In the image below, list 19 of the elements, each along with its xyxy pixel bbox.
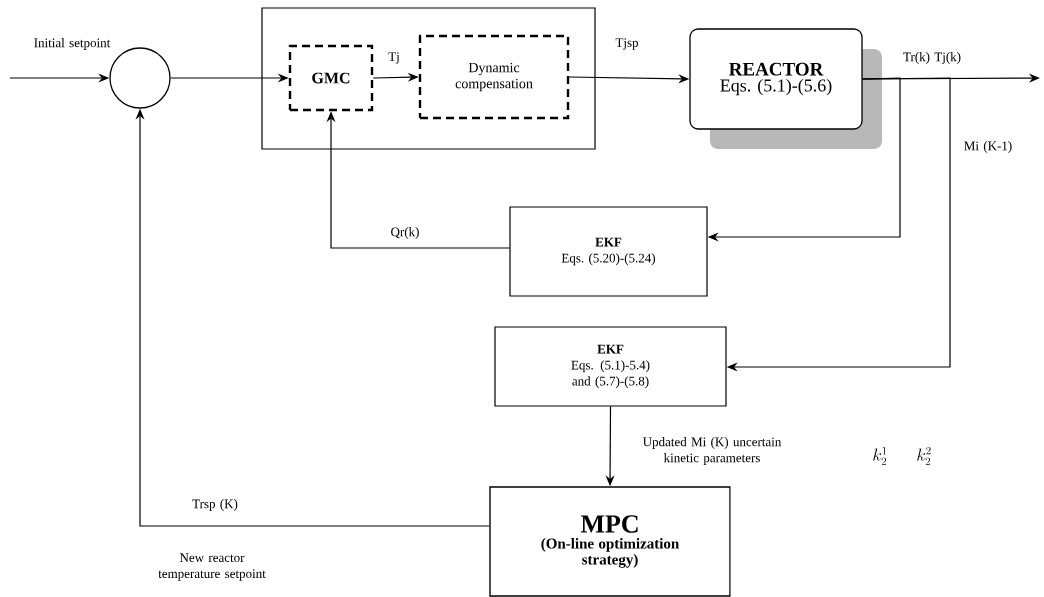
edge-label: Updated Mi (K) uncertain kinetic parameters (642, 437, 782, 465)
signal-label: Tr(k) Tj(k) (903, 52, 961, 64)
controller-box: MPC (On-line optimization strategy) (489, 486, 731, 597)
summing-junction (109, 47, 171, 109)
filter-box: EKF Eqs. (5.20)-(5.24) (509, 206, 708, 297)
edge-label: Trsp (K) (192, 499, 238, 511)
controller-box (261, 7, 596, 150)
controller-block: Dynamic compensation (418, 34, 570, 120)
edge-label: Qr(k) (391, 227, 419, 239)
note: New reactor temperature setpoint (158, 553, 266, 581)
reactor-box: REACTOR Eqs. (5.1)-(5.6) (689, 28, 882, 149)
edge-label: Mi (K-1) (964, 141, 1012, 153)
edge-label: Initial setpoint (34, 38, 111, 50)
parameter-symbol: $k_2^2$ (917, 446, 931, 465)
edge-label: Tj (388, 52, 399, 64)
controller-block: GMC (288, 44, 374, 112)
parameter-symbol: $k_2^1$ (873, 446, 887, 465)
edge-label: Tjsp (615, 38, 639, 50)
filter-box: EKF Eqs. (5.1)-5.4) and (5.7)-(5.8) (494, 326, 727, 407)
